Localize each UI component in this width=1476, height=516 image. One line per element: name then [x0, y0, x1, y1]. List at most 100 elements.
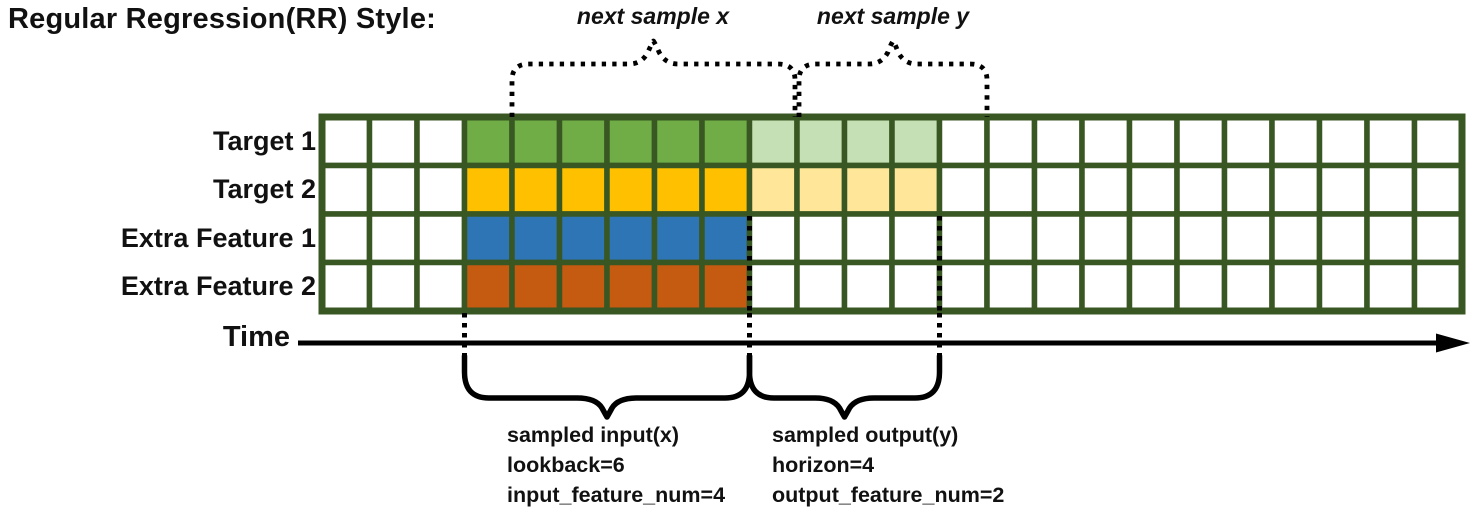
- grid-cell: [461, 162, 515, 217]
- grid-cell: [1316, 259, 1370, 314]
- grid-cell: [794, 211, 848, 266]
- grid-cell: [936, 211, 990, 266]
- grid-cell: [699, 259, 753, 314]
- grid-cell: [1174, 162, 1228, 217]
- grid-cell: [1316, 162, 1370, 217]
- grid-cell: [651, 162, 705, 217]
- grid-cell: [1031, 259, 1085, 314]
- grid-cell: [556, 114, 610, 169]
- grid-cell: [1364, 162, 1418, 217]
- row-label-extra-feature-1: Extra Feature 1: [120, 223, 316, 253]
- grid-cell: [1269, 259, 1323, 314]
- sampled-output-brace: [746, 353, 943, 420]
- grid-cell: [461, 259, 515, 314]
- grid-cell: [509, 114, 563, 169]
- grid-cell: [1411, 259, 1465, 314]
- grid-cell: [461, 114, 515, 169]
- grid-cell: [794, 114, 848, 169]
- grid-cell: [889, 162, 943, 217]
- grid-cell: [556, 259, 610, 314]
- grid-cell: [1364, 211, 1418, 266]
- sampled-input-annotation: sampled input(x) lookback=6 input_featur…: [507, 420, 725, 510]
- grid-cell: [651, 211, 705, 266]
- grid-cell: [1411, 114, 1465, 169]
- grid-cell: [1079, 259, 1133, 314]
- next-sample-x-brace: [509, 38, 798, 117]
- grid-cell: [604, 259, 658, 314]
- grid-cell: [841, 259, 895, 314]
- grid-cell: [414, 114, 468, 169]
- next-sample-x-label: next sample x: [576, 3, 730, 29]
- grid-cell: [1221, 114, 1275, 169]
- grid-cell: [509, 162, 563, 217]
- grid-cell: [984, 114, 1038, 169]
- grid-cell: [1174, 259, 1228, 314]
- row-label-target-1: Target 1: [212, 126, 316, 156]
- grid-cell: [604, 211, 658, 266]
- grid-cell: [1269, 211, 1323, 266]
- grid-cell: [1079, 162, 1133, 217]
- grid-cell: [461, 211, 515, 266]
- grid-cell: [319, 162, 373, 217]
- input-feature-num-line: input_feature_num=4: [507, 483, 726, 507]
- row-label-extra-feature-2: Extra Feature 2: [120, 271, 316, 301]
- grid-cell: [1316, 114, 1370, 169]
- grid-cell: [556, 162, 610, 217]
- grid-cell: [841, 162, 895, 217]
- grid-cell: [1031, 114, 1085, 169]
- grid-cell: [1364, 114, 1418, 169]
- lookback-line: lookback=6: [507, 453, 625, 477]
- grid-cell: [1126, 114, 1180, 169]
- grid-cell: [651, 114, 705, 169]
- grid-cell: [746, 114, 800, 169]
- time-axis-label: Time: [222, 321, 290, 353]
- next-sample-y-label: next sample y: [816, 3, 970, 29]
- grid-cell: [984, 259, 1038, 314]
- grid-cell: [1079, 114, 1133, 169]
- horizon-line: horizon=4: [772, 453, 875, 477]
- grid-cell: [1221, 211, 1275, 266]
- grid-cell: [984, 162, 1038, 217]
- grid-cell: [746, 211, 800, 266]
- grid-cell: [936, 162, 990, 217]
- grid-cell: [319, 114, 373, 169]
- grid-cell: [794, 259, 848, 314]
- grid-cell: [1269, 114, 1323, 169]
- grid-cell: [604, 162, 658, 217]
- row-label-target-2: Target 2: [212, 174, 316, 204]
- grid-cell: [746, 162, 800, 217]
- grid-cell: [414, 162, 468, 217]
- grid-border: [318, 113, 1466, 315]
- grid-cell: [889, 211, 943, 266]
- grid-cell: [1364, 259, 1418, 314]
- next-sample-y-brace: [796, 38, 990, 117]
- grid-cell: [1079, 211, 1133, 266]
- time-arrow: [298, 333, 1470, 353]
- grid-cell: [1031, 211, 1085, 266]
- output-feature-num-line: output_feature_num=2: [772, 483, 1005, 507]
- grid-cell: [1269, 162, 1323, 217]
- sampled-input-line: sampled input(x): [507, 423, 680, 447]
- grid-cell: [936, 259, 990, 314]
- grid-cell: [414, 259, 468, 314]
- grid-cell: [889, 259, 943, 314]
- grid-cell: [936, 114, 990, 169]
- grid-cell: [319, 211, 373, 266]
- grid-cell: [1221, 162, 1275, 217]
- grid-cell: [699, 162, 753, 217]
- grid-cell: [651, 259, 705, 314]
- grid-cell: [1126, 162, 1180, 217]
- grid-cell: [1411, 162, 1465, 217]
- grid-cell: [841, 211, 895, 266]
- grid-cell: [1174, 211, 1228, 266]
- grid-cell: [1174, 114, 1228, 169]
- grid-cell: [1126, 211, 1180, 266]
- grid-cell: [414, 211, 468, 266]
- timeseries-grid: [319, 114, 1465, 314]
- grid-cell: [1411, 211, 1465, 266]
- grid-cell: [984, 211, 1038, 266]
- grid-cell: [1221, 259, 1275, 314]
- grid-cell: [699, 211, 753, 266]
- diagram-title: Regular Regression(RR) Style:: [8, 3, 436, 35]
